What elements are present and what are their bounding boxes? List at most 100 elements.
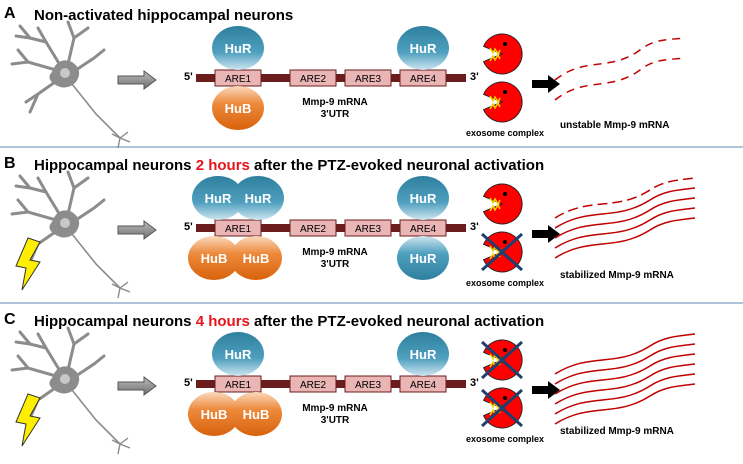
panel-letter: B [4, 155, 16, 172]
protein-label: HuR [410, 41, 437, 56]
are-label: ARE3 [355, 380, 382, 391]
protein-label: HuR [225, 41, 252, 56]
exosome-icon [482, 183, 523, 225]
dendrite [74, 198, 106, 222]
protein-label: HuB [243, 407, 270, 422]
dendrite [28, 92, 40, 114]
protein-shape [230, 236, 282, 280]
outcome-label: stabilized Mmp-9 mRNA [560, 270, 674, 281]
are-label: ARE2 [300, 224, 327, 235]
protein-label: HuR [245, 191, 272, 206]
utr-label: 3'UTR [321, 259, 350, 270]
axon-terminal [111, 281, 131, 299]
axon [71, 233, 121, 289]
protein-label: HuB [225, 101, 252, 116]
stable-mrna-line [554, 343, 696, 385]
exosome-label: exosome complex [466, 434, 544, 444]
mrna-name: Mmp-9 mRNA [302, 97, 368, 108]
protein-label: HuR [410, 251, 437, 266]
utr-label: 3'UTR [321, 415, 350, 426]
dendrite [16, 198, 30, 214]
exosome-blocked-icon [480, 339, 524, 381]
teeth [489, 47, 501, 56]
axon-terminal [111, 131, 131, 149]
eye [503, 396, 507, 400]
teeth [489, 197, 501, 206]
five-prime-label: 5' [184, 221, 193, 233]
degraded-mrna-line [554, 57, 686, 101]
protein-label: HuR [410, 347, 437, 362]
arrow-right-icon [532, 225, 560, 243]
nucleus [60, 218, 70, 228]
are-label: ARE4 [410, 74, 437, 85]
cross-line [480, 340, 524, 380]
protein-shape [188, 236, 240, 280]
dendrite [66, 20, 76, 66]
are-box [344, 219, 392, 237]
are-label: ARE4 [410, 224, 437, 235]
dendrite [74, 48, 106, 72]
stable-mrna-line [554, 187, 696, 229]
dendrite [18, 330, 32, 346]
are-box [344, 375, 392, 393]
protein-shape [212, 332, 264, 376]
panel-letter: C [4, 311, 16, 328]
protein-label: HuB [201, 407, 228, 422]
panel-title: Non-activated hippocampal neurons [34, 7, 293, 24]
dendrite [66, 326, 76, 372]
are-box [289, 219, 337, 237]
arrow-right-icon [532, 75, 560, 93]
mrna-outcome [554, 177, 696, 259]
cross-line [480, 232, 524, 272]
axon [71, 83, 121, 139]
are-box [289, 375, 337, 393]
dendrite [18, 174, 32, 190]
stable-mrna-line [554, 383, 696, 425]
lightning-bolt-icon [15, 237, 41, 291]
dendrite [72, 26, 90, 40]
dendrite [36, 332, 62, 373]
outcome-label: unstable Mmp-9 mRNA [560, 120, 669, 131]
hur-protein: HuR [212, 332, 264, 376]
exosome-icon [482, 33, 523, 75]
dendrite [18, 24, 32, 40]
protein-shape [192, 176, 244, 220]
exosome-icon [482, 81, 523, 123]
eye [503, 192, 507, 196]
protein-shape [232, 176, 284, 220]
teeth [489, 53, 501, 62]
dendrite [16, 354, 30, 370]
protein-shape [397, 332, 449, 376]
dendrite [10, 366, 58, 378]
arrow-right-icon [532, 381, 560, 399]
protein-shape [212, 26, 264, 70]
exosome-blocked-icon [480, 387, 524, 429]
protein-label: HuB [201, 251, 228, 266]
nucleus [60, 374, 70, 384]
eye [503, 42, 507, 46]
panel-title: Hippocampal neurons 4 hours after the PT… [34, 313, 544, 330]
mrna-name: Mmp-9 mRNA [302, 403, 368, 414]
teeth [489, 203, 501, 212]
exosome-body [482, 33, 523, 75]
stable-mrna-line [554, 363, 696, 405]
protein-shape [188, 392, 240, 436]
utr-label: 3'UTR [321, 109, 350, 120]
dendrite [72, 176, 90, 190]
are-label: ARE1 [225, 380, 252, 391]
arrow-right-icon [117, 70, 157, 90]
hur-protein: HuR [232, 176, 284, 220]
hur-protein: HuR [397, 236, 449, 280]
three-prime-label: 3' [470, 71, 479, 83]
hur-protein: HuR [397, 176, 449, 220]
exosome-label: exosome complex [466, 278, 544, 288]
hub-protein: HuB [188, 392, 240, 436]
teeth [489, 95, 501, 104]
teeth [489, 101, 501, 110]
title-segment: Hippocampal neurons [34, 313, 196, 330]
exosome-body [482, 81, 523, 123]
